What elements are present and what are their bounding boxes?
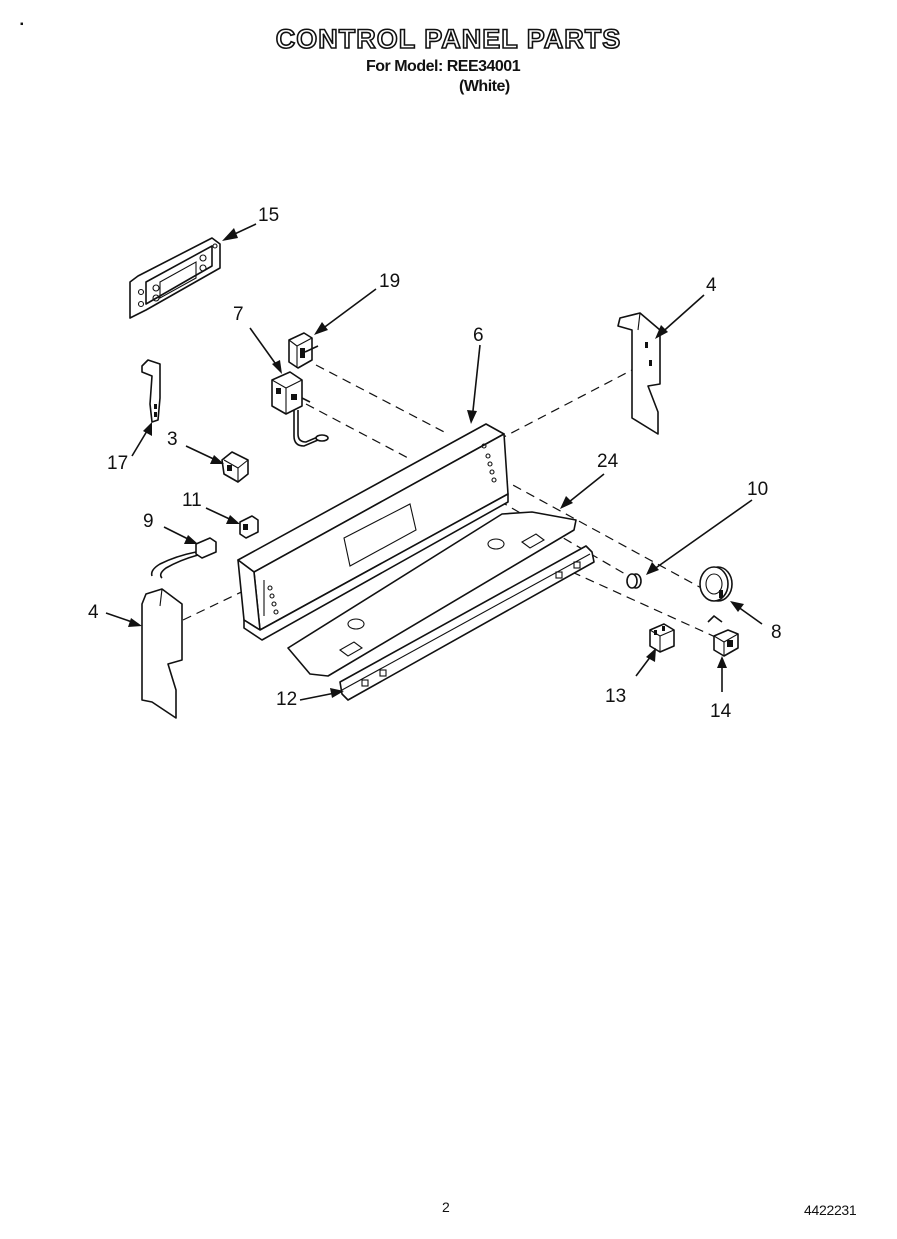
part-12-support-bracket[interactable] bbox=[339, 545, 595, 701]
callout-15: 15 bbox=[258, 205, 279, 226]
page-title: CONTROL PANEL PARTS bbox=[275, 23, 622, 55]
part-8-knob[interactable] bbox=[699, 566, 733, 602]
callout-10: 10 bbox=[747, 479, 768, 500]
callout-7: 7 bbox=[233, 304, 244, 325]
callout-11: 11 bbox=[182, 490, 202, 511]
part-14-indicator-light[interactable] bbox=[707, 614, 739, 657]
callout-19: 19 bbox=[379, 271, 400, 292]
part-6-control-panel[interactable] bbox=[237, 423, 509, 641]
document-number: 4422231 bbox=[804, 1202, 857, 1218]
color-note: (White) bbox=[459, 78, 510, 95]
callout-8: 8 bbox=[771, 622, 782, 643]
part-10-knob-insert[interactable] bbox=[626, 573, 642, 589]
corner-dot: ▪ bbox=[20, 19, 24, 30]
part-11-terminal[interactable] bbox=[239, 515, 259, 539]
part-9-wire-harness[interactable] bbox=[150, 537, 217, 579]
callout-6: 6 bbox=[473, 325, 484, 346]
part-3-switch[interactable] bbox=[221, 451, 249, 483]
callout-4-left: 4 bbox=[88, 602, 99, 623]
part-15-electronic-control[interactable] bbox=[129, 237, 221, 319]
callout-3: 3 bbox=[167, 429, 178, 450]
part-7-infinite-switch[interactable] bbox=[271, 371, 329, 447]
part-24-trim-plate[interactable] bbox=[287, 511, 577, 677]
part-19-switch[interactable] bbox=[288, 332, 319, 369]
callout-14: 14 bbox=[710, 701, 732, 722]
part-4-left-end-cap[interactable] bbox=[141, 588, 183, 719]
part-17-bracket[interactable] bbox=[141, 359, 161, 423]
callout-13: 13 bbox=[605, 686, 626, 707]
callout-4-right: 4 bbox=[706, 275, 717, 296]
callout-17: 17 bbox=[107, 453, 128, 474]
model-line: For Model: REE34001 bbox=[366, 58, 521, 75]
part-4-right-end-cap[interactable] bbox=[617, 312, 661, 435]
leader-arrows bbox=[105, 223, 763, 701]
callout-12: 12 bbox=[276, 689, 297, 710]
callout-24: 24 bbox=[597, 451, 619, 472]
callout-labels: 15 19 7 6 4 17 3 24 10 11 9 4 8 12 13 14 bbox=[88, 205, 782, 722]
page-number: 2 bbox=[442, 1199, 450, 1215]
part-13-switch[interactable] bbox=[649, 623, 675, 653]
callout-9: 9 bbox=[143, 511, 154, 532]
